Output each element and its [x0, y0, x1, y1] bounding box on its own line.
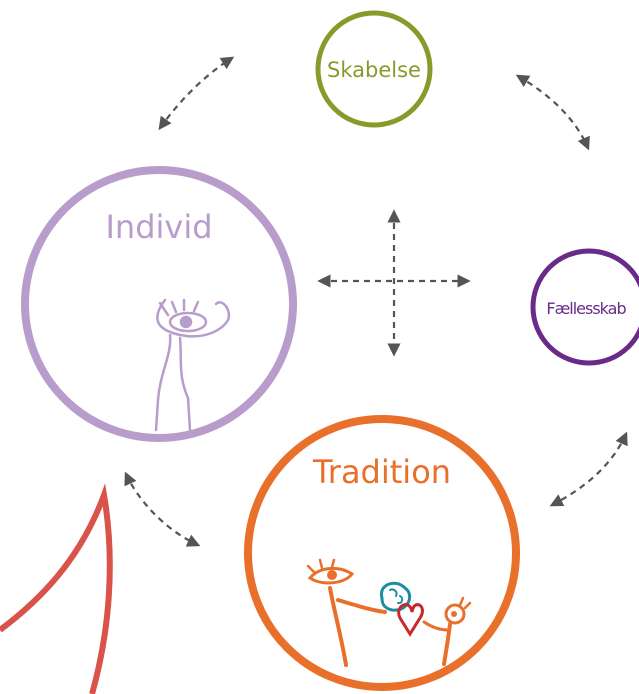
- cycle-arrows: [124, 56, 628, 547]
- skabelse-circle: [315, 10, 433, 128]
- node-individ: Individ: [21, 166, 297, 442]
- tradition-label: Tradition: [312, 453, 451, 491]
- faellesskab-circle: [530, 248, 639, 366]
- center-cross-arrows: [317, 209, 471, 357]
- individ-label: Individ: [105, 208, 212, 246]
- skabelse-label: Skabelse: [327, 58, 421, 82]
- node-faellesskab: Fællesskab: [530, 248, 639, 366]
- node-skabelse: Skabelse: [315, 10, 433, 128]
- tradition-figures-icon: [306, 558, 472, 667]
- individ-circle: [21, 166, 297, 442]
- arrow-faellesskab-tradition: [549, 431, 628, 507]
- individ-eye-figure-icon: [154, 298, 231, 432]
- arrow-skabelse-faellesskab: [515, 74, 590, 151]
- arrow-tradition-individ: [124, 471, 201, 547]
- node-tradition: Tradition: [244, 415, 520, 691]
- faellesskab-label: Fællesskab: [546, 299, 626, 318]
- tradition-circle: [244, 415, 520, 691]
- arrow-individ-skabelse: [158, 56, 235, 131]
- red-flame-shape: [0, 483, 113, 694]
